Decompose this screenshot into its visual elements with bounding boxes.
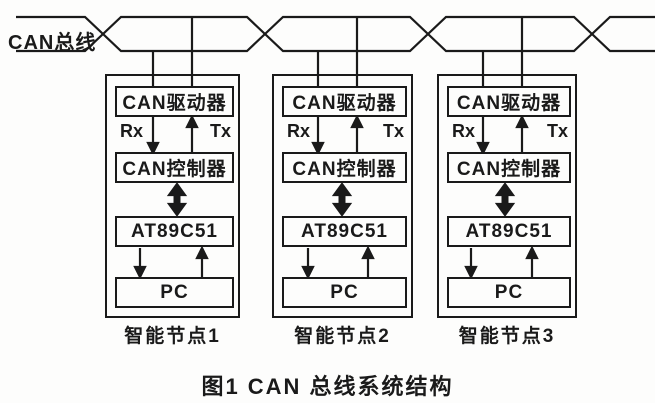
node1-tx-label: Tx: [209, 121, 231, 141]
bus-twisted-pair-wires: [16, 15, 655, 53]
figure-caption: 图1 CAN 总线系统结构: [201, 374, 454, 399]
node1-pc-box: PC: [115, 277, 234, 308]
node3-arrows: [464, 114, 539, 280]
node1-mcu-box: AT89C51: [115, 216, 234, 247]
node2-pc-box: PC: [282, 277, 407, 308]
node2-box: CAN驱动器 Rx Tx CAN控制器 AT89C51 PC: [272, 74, 413, 318]
node2-label: 智能节点2: [294, 326, 391, 347]
node3-can-driver-box: CAN驱动器: [447, 86, 571, 117]
node1-rx-label: Rx: [120, 121, 144, 141]
node3-box: CAN驱动器 Rx Tx CAN控制器 AT89C51 PC: [437, 74, 577, 318]
node3-label: 智能节点3: [458, 326, 556, 347]
node2-can-controller-box: CAN控制器: [282, 152, 407, 183]
node1-arrows: [133, 114, 209, 280]
node3-can-controller-box: CAN控制器: [447, 152, 571, 183]
node2-can-driver-box: CAN驱动器: [282, 86, 407, 117]
node1-label: 智能节点1: [124, 326, 221, 347]
node2-tx-label: Tx: [382, 121, 404, 141]
node3-tx-label: Tx: [546, 121, 568, 141]
can-bus-label: CAN总线: [8, 32, 97, 54]
node3-pc-box: PC: [447, 277, 571, 308]
node2-rx-label: Rx: [287, 121, 311, 141]
node2-arrows: [301, 114, 375, 280]
node1-can-driver-box: CAN驱动器: [115, 86, 234, 117]
node1-box: CAN驱动器 Rx Tx CAN控制器 AT89C51 PC: [105, 74, 240, 318]
node1-can-controller-box: CAN控制器: [115, 152, 234, 183]
node3-mcu-box: AT89C51: [447, 216, 571, 247]
node3-rx-label: Rx: [452, 121, 476, 141]
node2-mcu-box: AT89C51: [282, 216, 407, 247]
